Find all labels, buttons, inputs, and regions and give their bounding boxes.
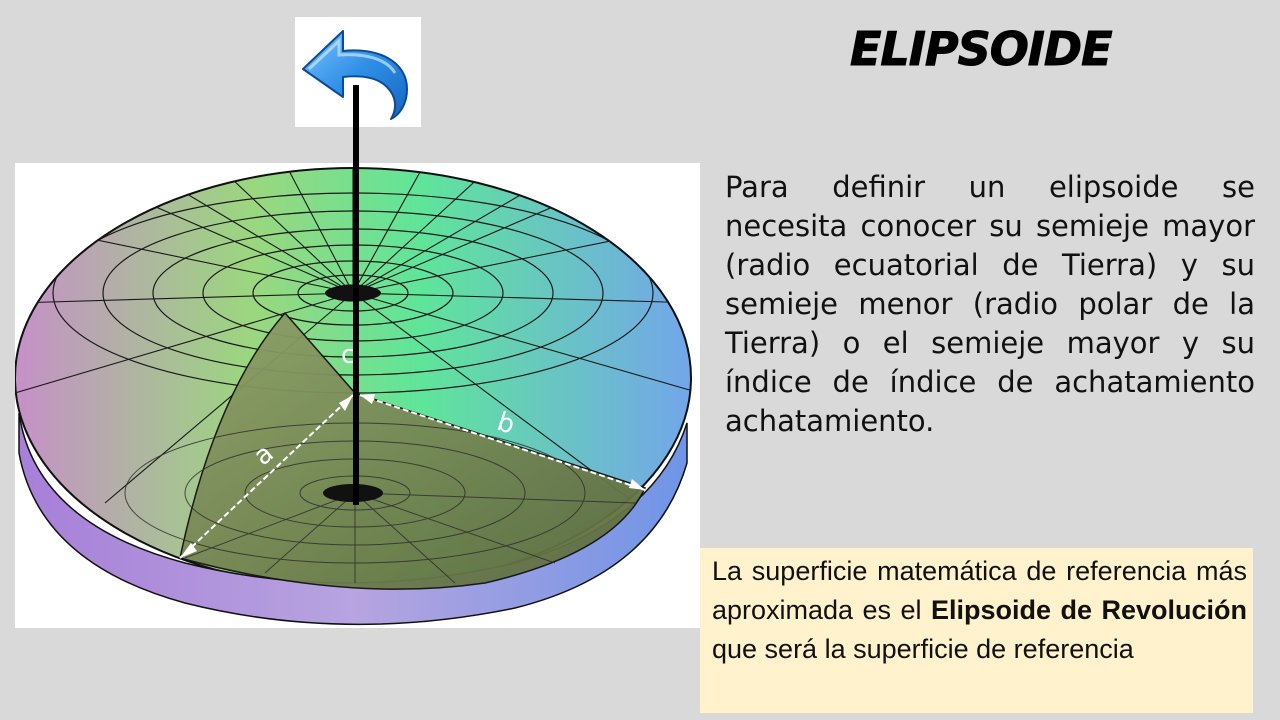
slide-title: ELIPSOIDE bbox=[850, 22, 1114, 77]
description-text: Para definir un elipsoide se necesita co… bbox=[725, 170, 1255, 438]
callout-bold-text: Elipsoide de Revolución bbox=[931, 595, 1247, 625]
label-c: c bbox=[341, 340, 355, 370]
undo-arrow-icon bbox=[302, 30, 408, 120]
callout-box: La superficie matemática de referencia m… bbox=[700, 548, 1253, 713]
callout-text-after: que será la superficie de referencia bbox=[712, 634, 1134, 664]
polar-axis-line bbox=[353, 85, 359, 505]
callout-text-before: La superficie matemática de referencia m… bbox=[712, 556, 1247, 625]
